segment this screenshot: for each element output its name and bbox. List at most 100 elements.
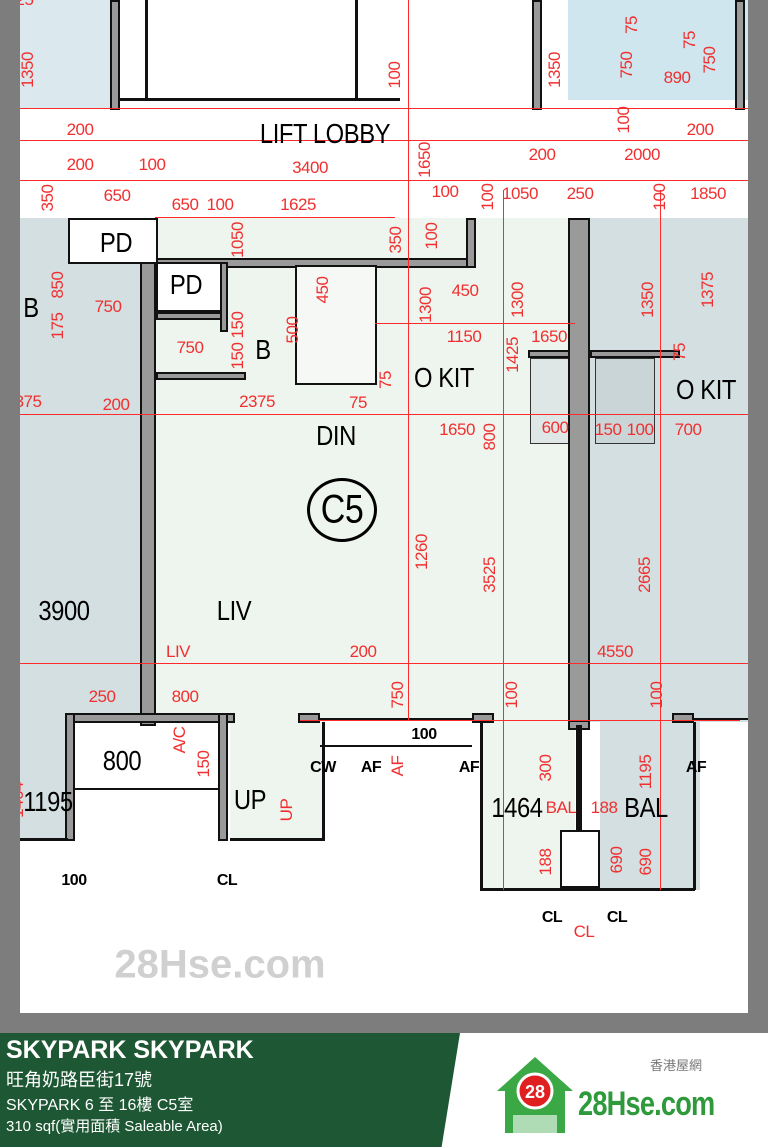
dimension-label: 1050 bbox=[228, 222, 247, 258]
dimension-line bbox=[660, 190, 661, 890]
dimension-label: 3525 bbox=[480, 557, 499, 593]
room-label: CL bbox=[606, 909, 628, 926]
room-label: AF bbox=[458, 759, 480, 776]
up-left-fill bbox=[20, 720, 65, 840]
kitchen-wall bbox=[528, 350, 570, 358]
unit-badge-circle bbox=[307, 478, 377, 542]
room-label: LIV bbox=[216, 595, 252, 626]
dimension-label: 200 bbox=[102, 395, 130, 414]
dimension-label: 1650 bbox=[415, 142, 434, 178]
window-line bbox=[694, 718, 748, 720]
dimension-label: 175 bbox=[48, 312, 67, 340]
dimension-label: 75 bbox=[680, 31, 699, 49]
logo-number: 28 bbox=[525, 1082, 545, 1102]
dimension-label: UP bbox=[277, 798, 296, 822]
dimension-label: 1650 bbox=[439, 420, 475, 439]
dimension-label: 1850 bbox=[690, 184, 726, 203]
logo-chinese: 香港屋網 bbox=[650, 1058, 703, 1073]
dimension-label: 100 bbox=[650, 183, 669, 211]
pd-box bbox=[156, 262, 224, 312]
room-label: UP bbox=[233, 784, 267, 815]
dimension-label: 250 bbox=[88, 687, 116, 706]
ac-box bbox=[65, 713, 235, 723]
dimension-label: 75 bbox=[622, 16, 641, 34]
site-logo[interactable]: 28 bbox=[495, 1055, 575, 1135]
window-line bbox=[320, 718, 472, 720]
watermark: 28Hse.com bbox=[114, 942, 326, 987]
pd-wall-left bbox=[68, 218, 158, 264]
room-label: 3900 bbox=[38, 595, 90, 626]
balcony-edge bbox=[693, 722, 696, 890]
lift-wall-3 bbox=[735, 0, 745, 110]
house-icon: 28 bbox=[497, 1057, 573, 1133]
dimension-label: 750 bbox=[700, 46, 719, 74]
dimension-label: 100 bbox=[647, 681, 666, 709]
dimension-label: 500 bbox=[283, 316, 302, 344]
party-wall-right bbox=[568, 218, 590, 722]
room-label: PD bbox=[169, 269, 203, 300]
window-pier bbox=[672, 713, 694, 723]
saleable-area: 310 sqf(實用面積 Saleable Area) bbox=[6, 1118, 223, 1135]
room-label: O KIT bbox=[413, 362, 475, 393]
balcony-edge bbox=[480, 722, 483, 890]
dimension-label: 350 bbox=[38, 184, 57, 212]
room-label: PD bbox=[99, 227, 133, 258]
dimension-label: 1260 bbox=[412, 534, 431, 570]
dimension-label: BAL bbox=[545, 798, 577, 817]
kitchen-wall-right bbox=[590, 350, 680, 358]
cl-notch bbox=[560, 830, 600, 888]
unit-badge: C5 bbox=[320, 487, 364, 532]
dimension-label: 200 bbox=[66, 155, 94, 174]
bathroom-wall bbox=[156, 312, 224, 320]
dimension-label: 1464 bbox=[20, 782, 27, 818]
dimension-label: 1350 bbox=[638, 282, 657, 318]
dimension-line bbox=[300, 720, 740, 721]
room-label: AF bbox=[685, 759, 707, 776]
dimension-label: 650 bbox=[171, 195, 199, 214]
dimension-line bbox=[20, 180, 748, 181]
dimension-line bbox=[20, 663, 748, 664]
dimension-label: 2375 bbox=[239, 392, 275, 411]
dimension-label: 890 bbox=[663, 68, 691, 87]
room-label: O KIT bbox=[675, 374, 737, 405]
dimension-label: 250 bbox=[566, 184, 594, 203]
balcony-divider-line bbox=[576, 725, 582, 835]
up-right-fill bbox=[230, 720, 325, 840]
up-edge bbox=[322, 722, 325, 840]
dimension-label: 200 bbox=[528, 145, 556, 164]
dimension-label: 188 bbox=[590, 798, 618, 817]
dimension-label: 200 bbox=[349, 642, 377, 661]
dimension-label: 4550 bbox=[597, 642, 633, 661]
corridor-wall-end bbox=[466, 218, 476, 268]
dimension-label: 100 bbox=[614, 106, 633, 134]
dimension-label: 150 bbox=[594, 420, 622, 439]
dimension-label: 150 bbox=[228, 342, 247, 370]
dimension-label: 1195 bbox=[636, 754, 655, 790]
dimension-label: 300 bbox=[536, 754, 555, 782]
window-line bbox=[320, 745, 472, 747]
dimension-label: 75 bbox=[376, 371, 395, 389]
dimension-label: 450 bbox=[451, 281, 479, 300]
dimension-label: 650 bbox=[103, 186, 131, 205]
unit-info: SKYPARK 6 至 16樓 C5室 bbox=[6, 1097, 194, 1114]
kitchen-counter-right bbox=[595, 358, 655, 444]
dimension-label: 1150 bbox=[446, 327, 482, 346]
property-address: 旺角奶路臣街17號 bbox=[6, 1070, 153, 1090]
dimension-label: 100 bbox=[502, 681, 521, 709]
lift-wall-1 bbox=[110, 0, 120, 110]
room-label: CL bbox=[216, 872, 238, 889]
dimension-label: 100 bbox=[206, 195, 234, 214]
dimension-label: 750 bbox=[176, 338, 204, 357]
room-label: 1464 bbox=[491, 792, 543, 823]
bathroom-bottom-wall bbox=[156, 372, 246, 380]
neighbour-left-fill bbox=[20, 218, 140, 722]
room-label: 800 bbox=[102, 745, 142, 776]
room-label: 1195 bbox=[23, 786, 73, 817]
room-label: BAL bbox=[624, 792, 668, 823]
dimension-label: 100 bbox=[626, 420, 654, 439]
dimension-label: 1300 bbox=[416, 287, 435, 323]
dimension-label: 75 bbox=[670, 343, 689, 361]
dimension-label: 2665 bbox=[635, 557, 654, 593]
balcony-right-fill bbox=[600, 720, 700, 890]
dimension-label: 1625 bbox=[280, 195, 316, 214]
